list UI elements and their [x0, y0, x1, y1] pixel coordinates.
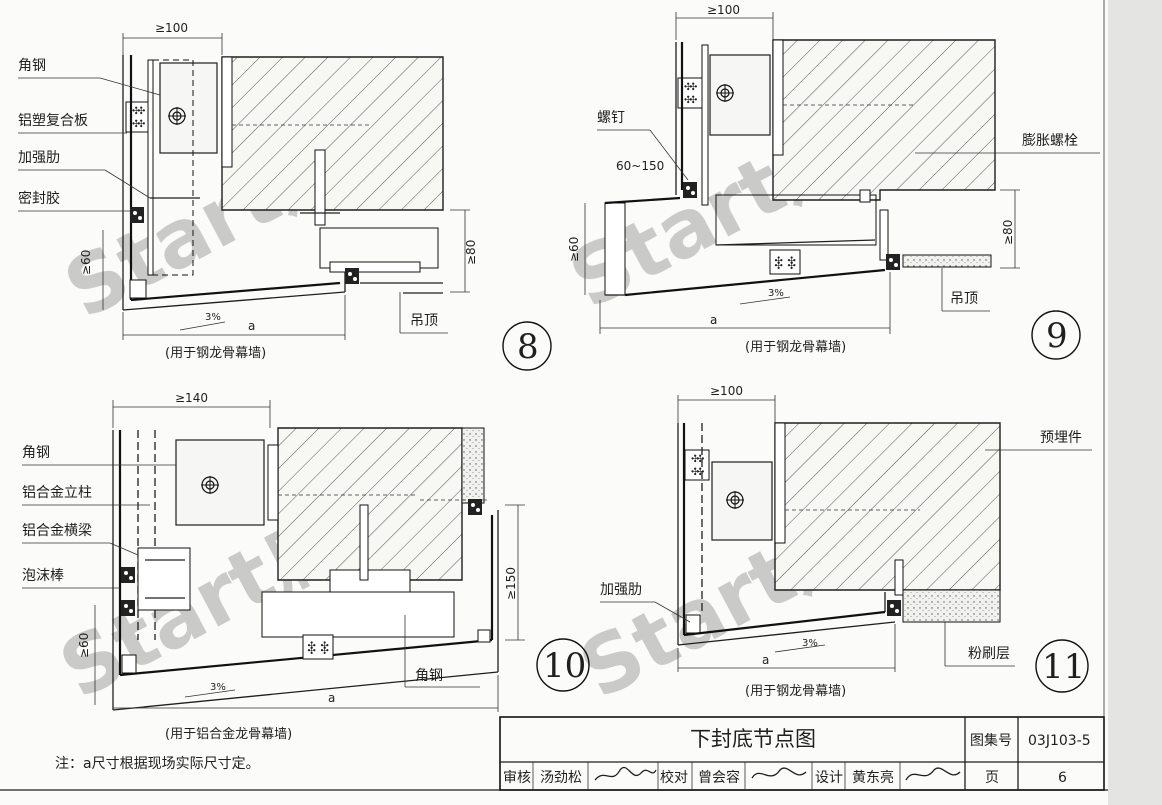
atlas-label: 图集号 [970, 732, 1012, 749]
label-aluminum-mullion: 铝合金立柱 [22, 485, 92, 501]
dim-top: ≥100 [155, 21, 188, 35]
reviewer-signature [594, 767, 657, 781]
detail-8: ≥100 ≥60 ≥80 a 3% 角钢 铝塑复合板 加强肋 密封胶 吊顶 (用… [18, 21, 552, 371]
label-screw: 螺钉 [597, 110, 625, 126]
embedded-plate [221, 56, 233, 168]
embedded-angle [711, 461, 773, 541]
designer-signature [905, 767, 961, 781]
caption: (用于钢龙骨幕墙) [745, 684, 846, 699]
caption: (用于铝合金龙骨幕墙) [165, 726, 292, 742]
detail-number: 11 [1042, 647, 1085, 687]
label-foam-rod: 泡沫棒 [22, 568, 64, 584]
soffit-return [604, 202, 626, 296]
page-label: 页 [985, 770, 999, 786]
label-embedded-part: 预埋件 [1040, 430, 1082, 446]
caption: (用于钢龙骨幕墙) [165, 346, 266, 361]
reviewer-name: 汤劲松 [540, 770, 582, 786]
dim-right: ≥150 [504, 567, 518, 600]
drawing-title: 下封底节点图 [690, 727, 816, 751]
dim-left: ≥60 [567, 237, 581, 262]
label-stiffener: 加强肋 [18, 150, 60, 166]
checker-signature [751, 767, 807, 779]
detail-10: ≥140 ≥60 ≥150 a 3% 角钢 铝合金立柱 铝合金横梁 泡沫棒 角钢… [22, 391, 590, 742]
general-note: 注：a尺寸根据现场实际尺寸定。 [55, 756, 260, 772]
dim-right: ≥80 [1001, 220, 1015, 245]
label-sealant: 密封胶 [18, 190, 60, 207]
review-label: 审核 [503, 770, 531, 786]
paper-edge [1108, 0, 1162, 805]
check-label: 校对 [660, 769, 688, 786]
label-ceiling: 吊顶 [410, 313, 438, 329]
label-angle-steel: 角钢 [18, 58, 46, 74]
angle-steel [175, 439, 265, 526]
label-aluminum-composite-panel: 铝塑复合板 [18, 112, 88, 129]
dim-width: a [762, 653, 769, 667]
label-expansion-bolt: 膨胀螺栓 [1022, 132, 1078, 149]
concrete-slab [772, 39, 996, 201]
angle-steel [159, 62, 218, 154]
dim-width: a [710, 313, 717, 327]
dim-range: 60~150 [616, 159, 664, 173]
design-label: 设计 [815, 770, 843, 786]
detail-number: 10 [543, 646, 586, 686]
concrete-slab [221, 56, 444, 211]
label-stiffener: 加强肋 [600, 582, 642, 598]
designer-name: 黄东亮 [852, 769, 894, 786]
dim-slope: 3% [210, 682, 226, 693]
aluminum-transom [137, 547, 191, 611]
atlas-number: 03J103-5 [1028, 733, 1091, 749]
page-number: 6 [1058, 770, 1067, 786]
label-angle-steel: 角钢 [22, 445, 50, 461]
dim-top: ≥100 [710, 384, 743, 398]
concrete-slab [277, 427, 463, 581]
dim-width: a [328, 691, 335, 705]
detail-9: ≥100 ≥60 60~150 ≥80 a 3% 螺钉 膨胀螺栓 吊顶 (用于钢… [567, 3, 1100, 360]
title-block: 下封底节点图 图集号 03J103-5 审核 汤劲松 校对 曾会容 设计 黄东亮… [499, 716, 1105, 791]
detail-number: 8 [517, 327, 539, 367]
label-plaster-layer: 粉刷层 [968, 646, 1010, 662]
label-aluminum-transom: 铝合金横梁 [22, 523, 92, 539]
label-ceiling: 吊顶 [950, 291, 978, 307]
dim-right: ≥80 [464, 240, 478, 265]
dim-slope: 3% [802, 638, 818, 649]
dim-top: ≥140 [175, 391, 208, 405]
concrete-slab [774, 422, 1001, 591]
detail-number: 9 [1046, 316, 1068, 356]
dim-left: ≥60 [77, 633, 91, 658]
dim-slope: 3% [205, 312, 221, 323]
angle-steel [709, 54, 771, 136]
checker-name: 曾会容 [698, 769, 740, 786]
dim-slope: 3% [768, 288, 784, 299]
dim-top: ≥100 [707, 3, 740, 17]
dim-width: a [248, 319, 255, 333]
detail-11: ≥100 a 3% 预埋件 加强肋 粉刷层 (用于钢龙骨幕墙) 11 [600, 384, 1092, 699]
dim-left: ≥60 [79, 250, 93, 275]
caption: (用于钢龙骨幕墙) [745, 340, 846, 355]
label-angle-steel-lower: 角钢 [415, 668, 443, 684]
